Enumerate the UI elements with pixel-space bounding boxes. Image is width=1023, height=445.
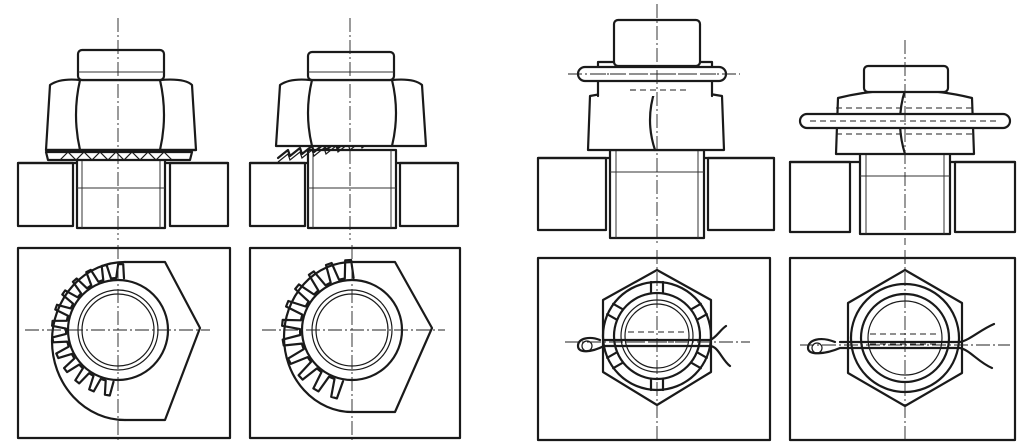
panel-1-toothed-washer (16, 18, 232, 440)
panel-2-bolt-end (306, 50, 396, 82)
panel-4-plain-nut-pin (788, 40, 1017, 442)
panel-1-bolt-shank (75, 148, 167, 230)
panel-1-washer-side (44, 150, 194, 162)
panel-2-bolt-shank (306, 148, 398, 230)
panel-3-plate-top (536, 256, 772, 442)
panel-4-top-view (806, 268, 996, 408)
panel-1-bolt-end (76, 48, 166, 82)
panel-3-top-view (576, 268, 732, 407)
panel-4-bolt-end (862, 64, 950, 94)
panel-3-nut-body (586, 88, 726, 152)
panel-4-plate-top (788, 256, 1017, 442)
panel-1-top-view (50, 260, 202, 422)
panel-1-plate-top (16, 246, 232, 440)
panel-2-nut-side (274, 78, 428, 148)
panel-1-nut-side (44, 78, 198, 152)
panel-2-plate-top (248, 246, 462, 440)
panel-2-serrated-washer (248, 18, 462, 440)
panel-3-castle-nut (536, 4, 776, 442)
panel-2-top-view (281, 258, 434, 414)
